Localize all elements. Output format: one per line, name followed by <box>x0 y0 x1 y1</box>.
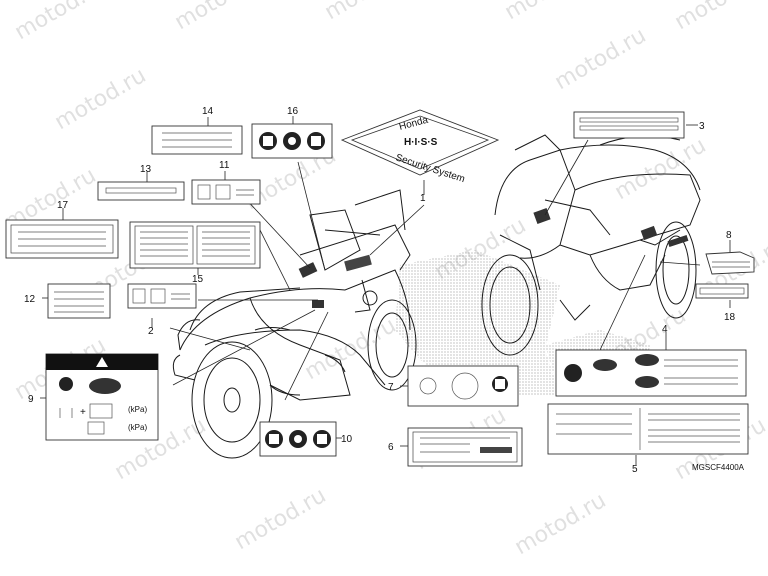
callout-12: 12 <box>24 294 36 305</box>
label-15 <box>129 221 261 269</box>
callout-3: 3 <box>699 121 705 132</box>
label-13 <box>97 181 185 201</box>
label-9-unit-b: (kPa) <box>128 423 147 432</box>
watermark-text: motod.ru <box>171 0 271 35</box>
label-6 <box>407 427 523 467</box>
label-12 <box>47 283 111 319</box>
label-4 <box>555 349 747 397</box>
label-8 <box>705 251 755 275</box>
label-5 <box>547 403 749 455</box>
watermark-text: motod.ru <box>511 488 611 560</box>
watermark-text: motod.ru <box>321 0 421 25</box>
dotted-floor-area <box>395 250 560 395</box>
label-9: + (kPa) (kPa) <box>45 353 159 441</box>
motorcycle-right-illustration <box>481 134 701 356</box>
leader-lines <box>40 116 731 465</box>
callout-5: 5 <box>632 464 638 475</box>
label-18 <box>695 283 749 299</box>
callout-8: 8 <box>726 230 732 241</box>
callout-17: 17 <box>57 200 69 211</box>
callout-10: 10 <box>341 434 353 445</box>
label-7 <box>407 365 519 407</box>
watermark-text: motod.ru <box>51 63 151 135</box>
label-3 <box>573 111 685 139</box>
emblem-mid-text: H·I·S·S <box>404 137 438 148</box>
label-1-emblem: Honda H·I·S·S Security System <box>340 109 500 185</box>
label-2 <box>127 283 197 309</box>
svg-text:+: + <box>80 407 86 418</box>
callout-13: 13 <box>140 164 152 175</box>
callout-numbers: 1 2 3 4 5 6 7 8 9 10 11 12 13 14 15 16 1… <box>24 106 736 475</box>
watermark-text: motod.ru <box>11 0 111 45</box>
label-14 <box>151 125 243 155</box>
label-11 <box>191 179 261 205</box>
motorcycle-left-illustration <box>172 189 417 459</box>
callout-15: 15 <box>192 274 204 285</box>
callout-2: 2 <box>148 326 154 337</box>
watermark-text: motod.ru <box>671 0 768 35</box>
callout-6: 6 <box>388 442 394 453</box>
callout-4: 4 <box>662 324 668 335</box>
label-9-unit-a: (kPa) <box>128 405 147 414</box>
label-17 <box>5 219 119 259</box>
label-10 <box>259 421 337 457</box>
diagram-code: MGSCF4400A <box>692 463 745 472</box>
callout-11: 11 <box>219 160 230 171</box>
callout-1: 1 <box>420 193 426 204</box>
callout-14: 14 <box>202 106 214 117</box>
watermark-text: motod.ru <box>501 0 601 25</box>
watermark-text: motod.ru <box>551 23 651 95</box>
callout-18: 18 <box>724 312 736 323</box>
label-16 <box>251 123 333 159</box>
callout-7: 7 <box>388 382 394 393</box>
watermark-text: motod.ru <box>611 133 711 205</box>
callout-9: 9 <box>28 394 34 405</box>
watermark-text: motod.ru <box>231 483 331 555</box>
callout-16: 16 <box>287 106 299 117</box>
